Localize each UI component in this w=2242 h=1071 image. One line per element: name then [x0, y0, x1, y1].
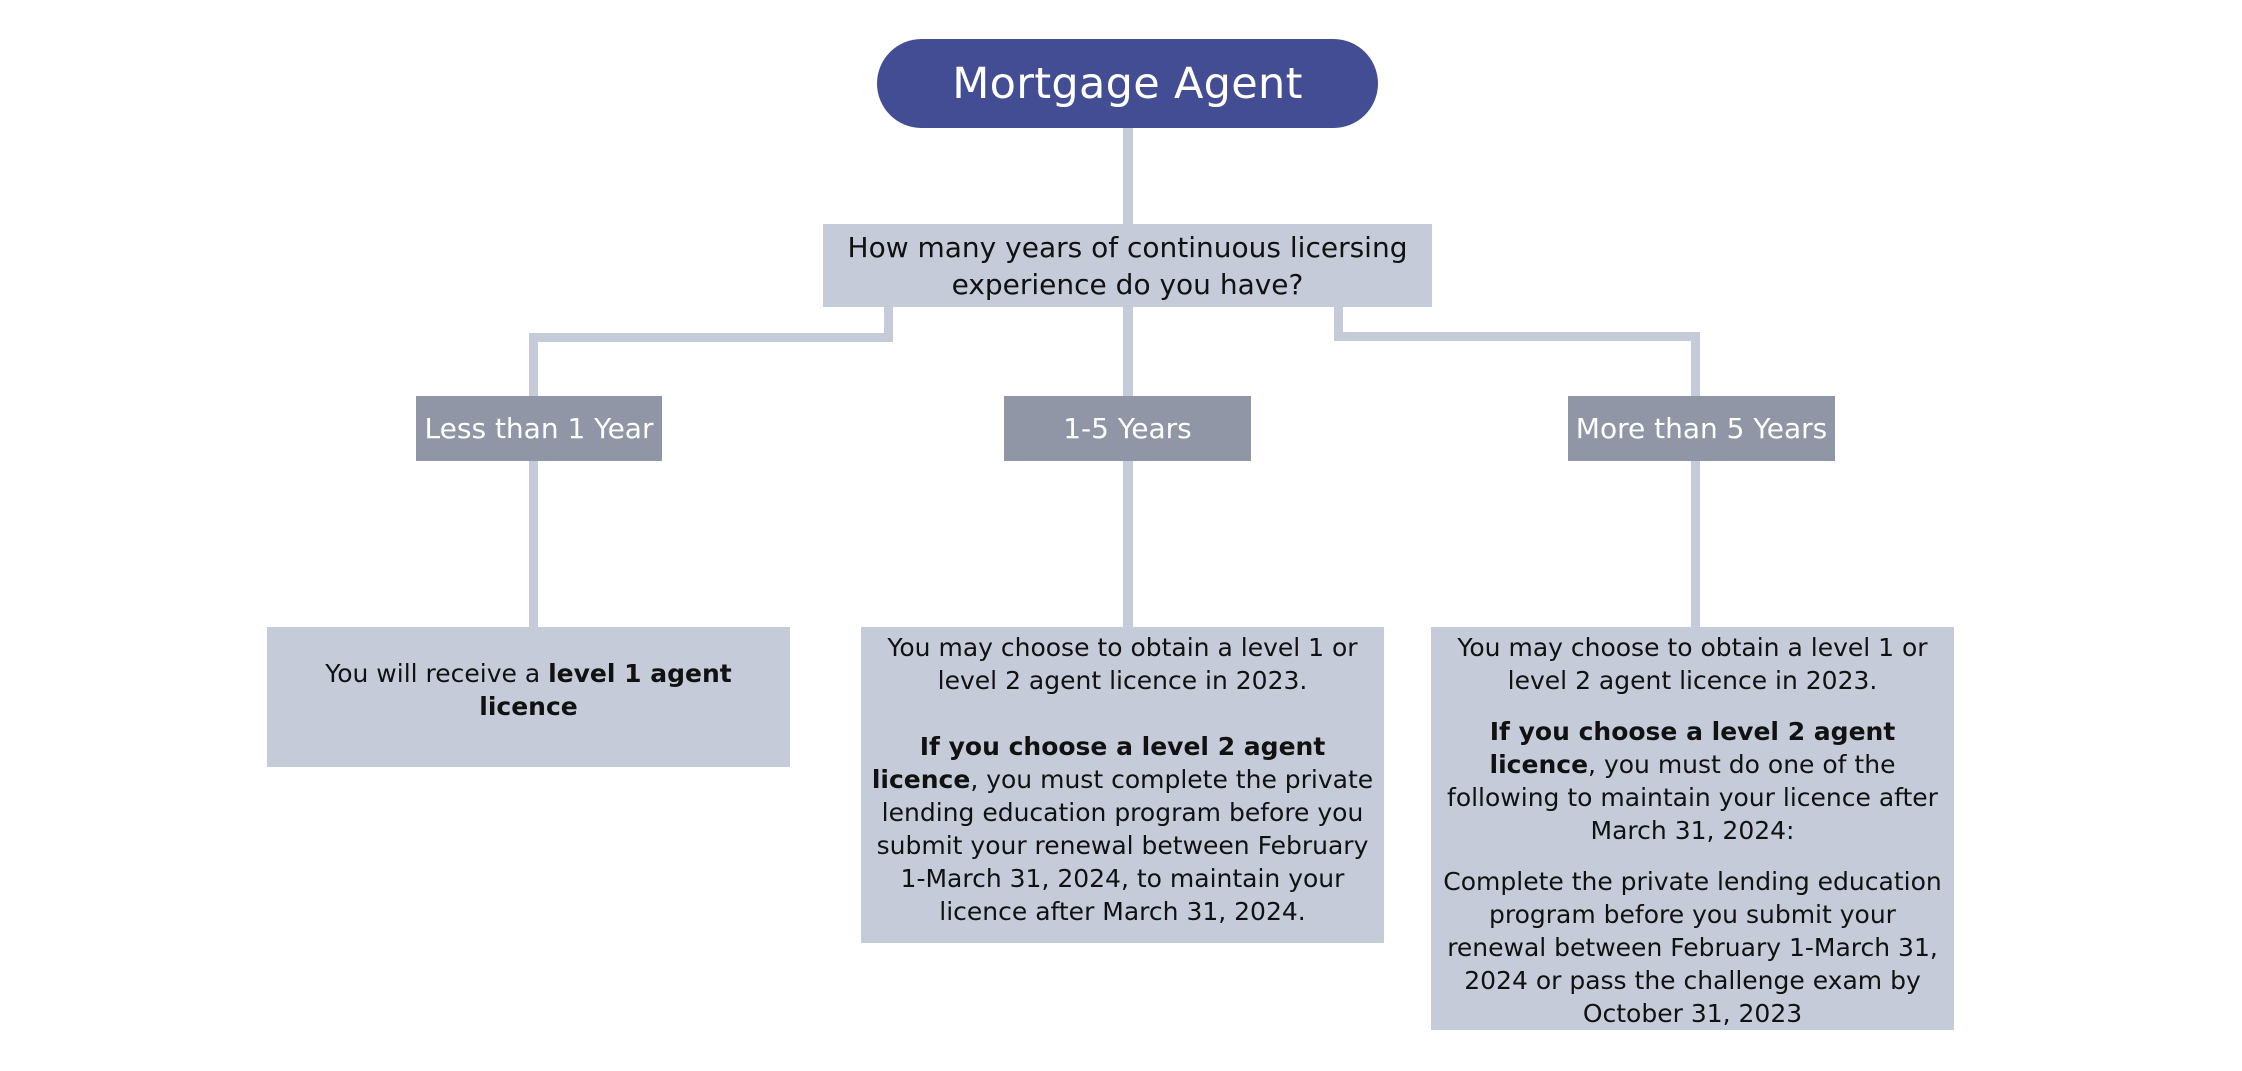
question-node: How many years of continuous licersing e… — [823, 224, 1432, 307]
connector-left-down — [529, 333, 538, 396]
connector-right-option-to-result — [1691, 461, 1700, 627]
result-detail: If you choose a level 2 agent licence, y… — [871, 730, 1374, 928]
question-text: How many years of continuous licersing e… — [848, 229, 1408, 303]
question-line-2: experience do you have? — [951, 267, 1304, 301]
title-text: Mortgage Agent — [952, 58, 1303, 109]
result-intro: You may choose to obtain a level 1 or le… — [1457, 633, 1928, 695]
result-1-5-years: You may choose to obtain a level 1 or le… — [861, 627, 1384, 943]
connector-question-to-middle — [1123, 307, 1133, 396]
connector-left-horizontal — [529, 333, 893, 342]
connector-question-to-right-stub — [1334, 307, 1343, 341]
result-bold: If you choose a level 2 agent licence — [871, 732, 1326, 794]
result-rest: , you must complete the private lending … — [876, 765, 1374, 926]
option-more-than-5-years: More than 5 Years — [1568, 396, 1835, 461]
connector-right-down — [1691, 332, 1700, 396]
result-text: You will receive a level 1 agent licence — [319, 657, 739, 723]
result-options: Complete the private lending education p… — [1443, 867, 1942, 1028]
connector-question-to-left-stub — [884, 307, 893, 341]
option-label: More than 5 Years — [1575, 412, 1828, 445]
result-intro: You may choose to obtain a level 1 or le… — [887, 633, 1358, 695]
result-rest: , you must do one of the following to ma… — [1447, 750, 1938, 845]
result-bold: level 1 agent licence — [479, 659, 732, 721]
result-condition: If you choose a level 2 agent licence, y… — [1441, 715, 1944, 847]
option-1-5-years: 1-5 Years — [1004, 396, 1251, 461]
result-more-than-5-years: You may choose to obtain a level 1 or le… — [1431, 627, 1954, 1030]
connector-right-horizontal — [1334, 332, 1700, 341]
connector-middle-option-to-result — [1123, 461, 1133, 627]
option-label: 1-5 Years — [1063, 412, 1192, 445]
connector-left-option-to-result — [529, 461, 538, 627]
question-line-1: How many years of continuous licersing — [847, 230, 1408, 264]
result-less-than-1-year: You will receive a level 1 agent licence — [267, 627, 790, 767]
option-less-than-1-year: Less than 1 Year — [416, 396, 662, 461]
title-node: Mortgage Agent — [877, 39, 1378, 128]
result-prefix: You will receive a — [325, 659, 549, 688]
connector-title-to-question — [1123, 128, 1133, 224]
result-bold: If you choose a level 2 agent licence — [1489, 717, 1896, 779]
option-label: Less than 1 Year — [424, 412, 654, 445]
